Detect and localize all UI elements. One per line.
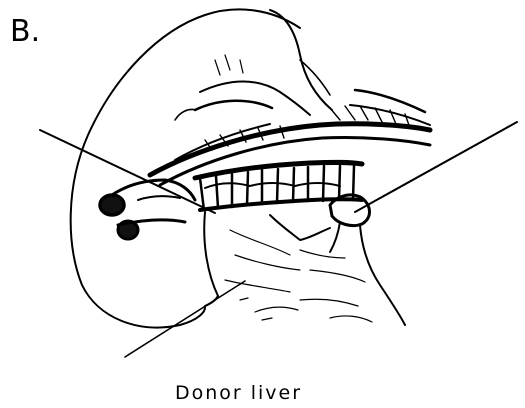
caption-text: Donor liver — [175, 382, 302, 404]
panel-label: B. — [10, 14, 40, 49]
upper-tissue-band — [150, 124, 430, 175]
lower-tissue — [204, 212, 218, 296]
lower-line — [125, 281, 245, 357]
figure-caption: Donor liver — [0, 382, 525, 404]
retractor-line-right — [355, 122, 517, 212]
